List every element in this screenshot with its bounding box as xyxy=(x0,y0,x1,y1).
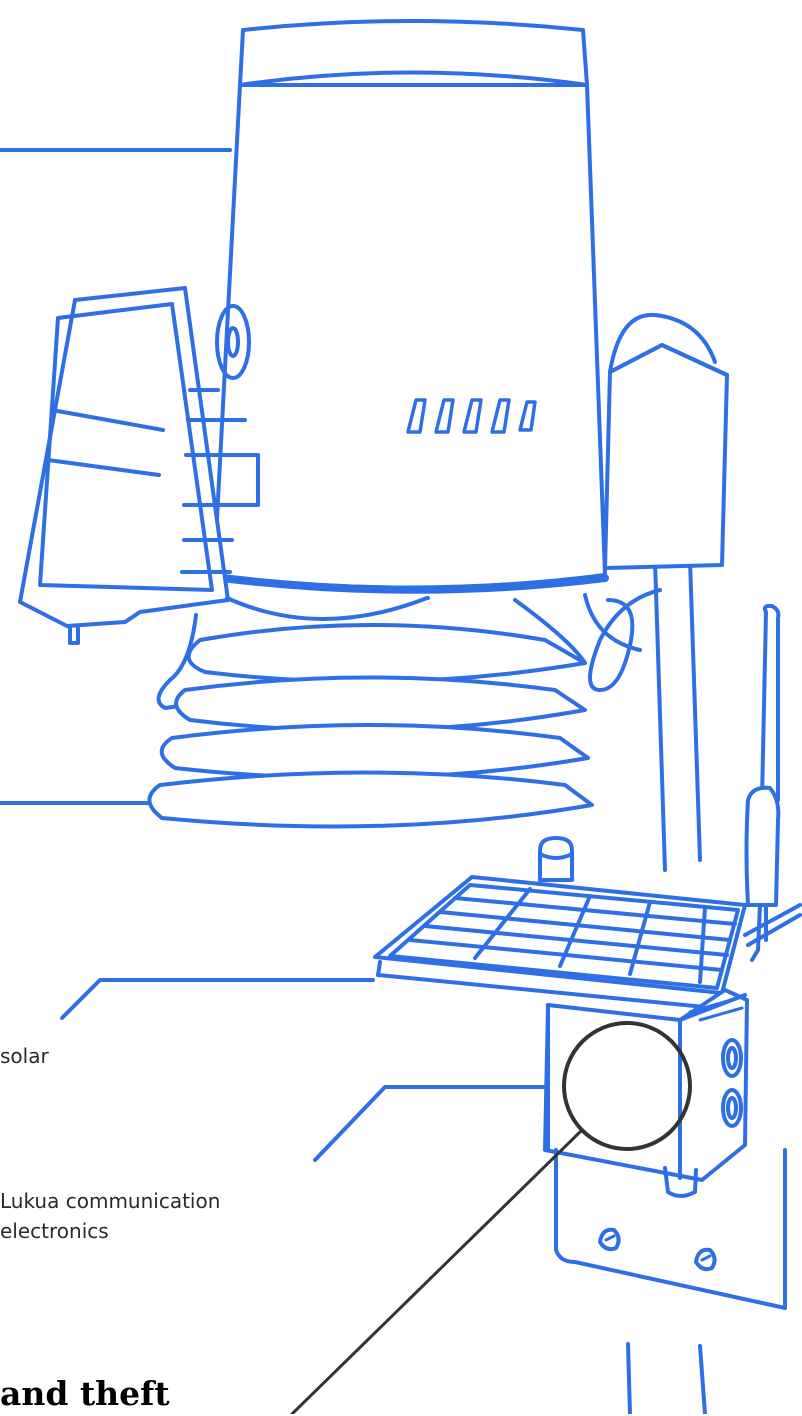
magnifier-pointer-line xyxy=(292,1130,582,1414)
section-heading: and theft xyxy=(0,1372,170,1416)
sensor-cap xyxy=(540,838,572,880)
radiation-shield xyxy=(149,598,592,826)
label-communication-line1: Lukua communication xyxy=(0,1189,220,1213)
rain-gauge-body xyxy=(214,21,605,590)
electronics-box xyxy=(545,990,747,1196)
antenna xyxy=(745,606,800,960)
label-communication-electronics: Lukua communication electronics xyxy=(0,1186,220,1246)
label-solar: solar xyxy=(0,1041,49,1071)
callout-line-electronics xyxy=(315,1087,545,1160)
solar-panel xyxy=(375,877,745,1008)
callout-line-solar xyxy=(62,980,373,1018)
label-communication-line2: electronics xyxy=(0,1219,109,1243)
